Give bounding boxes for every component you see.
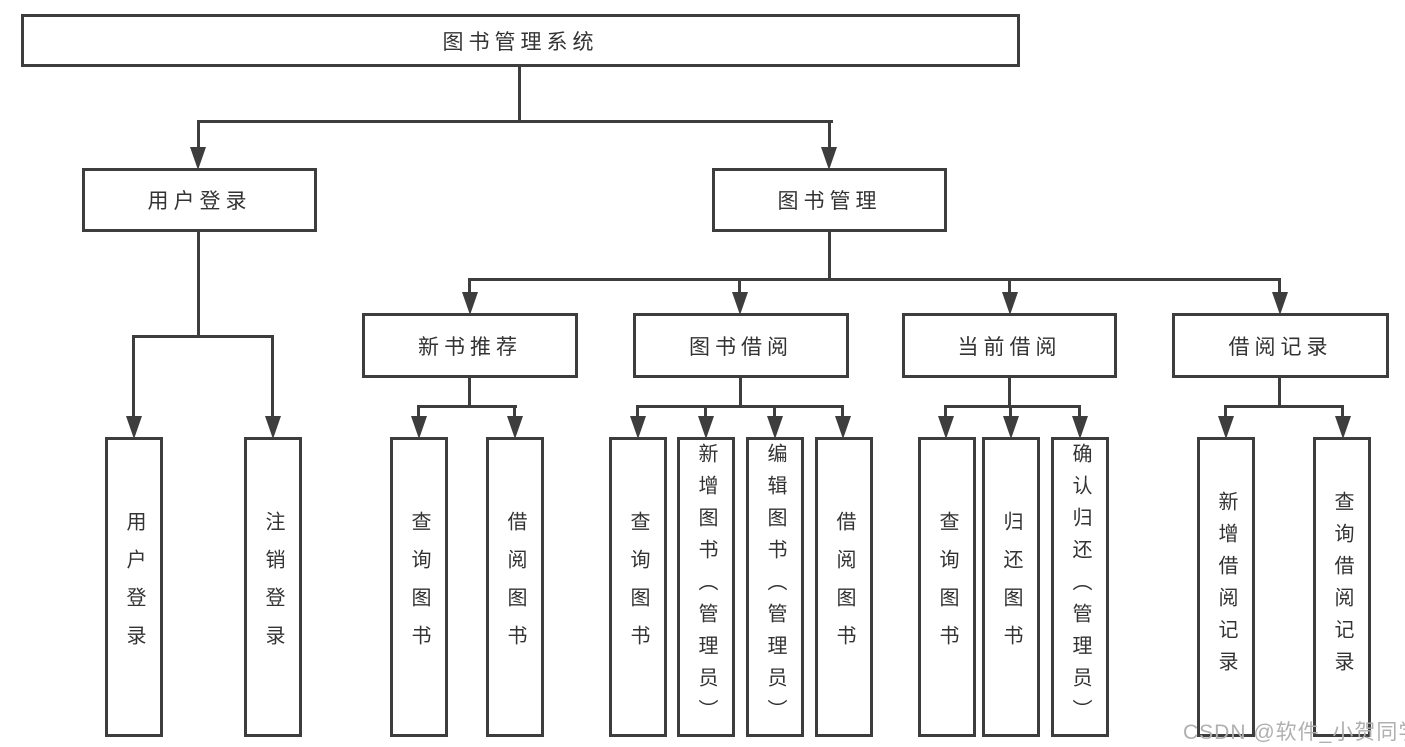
node-label: 当前借阅 [957,335,1062,359]
node-label: 借阅记录 [1228,335,1333,359]
connector-line [841,405,844,421]
node-current-borrow: 当前借阅 [902,313,1117,378]
node-new-book-recommend: 新书推荐 [362,313,578,378]
node-label: 图书管理 [777,190,882,213]
arrow-down-icon [265,416,281,439]
connector-line [704,405,707,421]
node-borrow-records: 借阅记录 [1172,313,1389,378]
arrow-down-icon [630,416,646,439]
connector-line [1278,278,1281,296]
arrow-down-icon [1335,416,1351,439]
leaf-confirm-return-admin: 确认归还（管理员） [1051,437,1109,737]
leaf-label: 借阅图书 [504,511,526,663]
leaf-label: 确认归还（管理员） [1069,443,1091,731]
connector-line [944,405,1081,408]
connector-line [132,335,135,421]
arrow-down-icon [1003,416,1019,439]
leaf-logout: 注销登录 [244,437,302,737]
leaf-query-borrow-record: 查询借阅记录 [1313,437,1371,737]
connector-line [828,231,831,281]
connector-line [197,120,200,152]
leaf-add-borrow-record: 新增借阅记录 [1197,437,1255,737]
connector-line [1224,405,1227,421]
connector-line [468,278,1281,281]
arrow-down-icon [732,292,748,315]
leaf-label: 归还图书 [1000,511,1022,663]
connector-line [773,405,776,421]
arrow-down-icon [190,147,206,170]
connector-line [738,278,741,296]
node-label: 用户登录 [147,190,252,213]
connector-line [1078,405,1081,421]
arrow-down-icon [698,416,714,439]
arrow-down-icon [1218,416,1234,439]
connector-line [417,405,517,408]
arrow-down-icon [462,292,478,315]
leaf-query-books-current: 查询图书 [918,437,976,737]
connector-line [828,120,831,152]
leaf-label: 用户登录 [123,511,145,663]
leaf-label: 新增图书（管理员） [695,443,717,731]
connector-line [468,378,471,408]
node-library-management-system: 图书管理系统 [21,14,1020,67]
arrow-down-icon [767,416,783,439]
connector-line [636,405,639,421]
arrow-down-icon [507,416,523,439]
connector-line [1278,378,1281,408]
connector-line [518,66,521,122]
leaf-label: 编辑图书（管理员） [764,443,786,731]
connector-line [1341,405,1344,421]
connector-line [1009,405,1012,421]
connector-line [739,378,742,408]
arrow-down-icon [1072,416,1088,439]
connector-line [1224,405,1344,408]
connector-line [197,231,200,338]
leaf-query-books-borrow: 查询图书 [609,437,667,737]
leaf-user-login: 用户登录 [105,437,163,737]
csdn-watermark: CSDN @软件_小贺同学 [1183,721,1405,744]
arrow-down-icon [938,416,954,439]
leaf-label: 查询图书 [627,511,649,663]
connector-line [944,405,947,421]
connector-line [271,335,274,421]
node-label: 新书推荐 [418,335,522,359]
leaf-add-book-admin: 新增图书（管理员） [677,437,735,737]
leaf-borrow-books-recommend: 借阅图书 [486,437,544,737]
connector-line [1008,278,1011,296]
connector-line [636,405,844,408]
leaf-edit-book-admin: 编辑图书（管理员） [746,437,804,737]
leaf-label: 查询图书 [936,511,958,663]
arrow-down-icon [1002,292,1018,315]
node-label: 图书借阅 [689,335,793,359]
connector-line [132,335,274,338]
connector-line [197,120,833,123]
connector-line [468,278,471,296]
arrow-down-icon [126,416,142,439]
arrow-down-icon [1272,292,1288,315]
leaf-borrow-books: 借阅图书 [815,437,873,737]
leaf-label: 新增借阅记录 [1215,491,1237,683]
node-book-borrow: 图书借阅 [633,313,849,378]
leaf-label: 注销登录 [262,511,284,663]
connector-line [1008,378,1011,408]
connector-line [513,405,516,421]
arrow-down-icon [835,416,851,439]
leaf-return-book: 归还图书 [982,437,1040,737]
leaf-label: 借阅图书 [833,511,855,663]
arrow-down-icon [821,147,837,170]
leaf-label: 查询借阅记录 [1331,491,1353,683]
node-label: 图书管理系统 [442,30,599,54]
leaf-query-books-recommend: 查询图书 [390,437,448,737]
arrow-down-icon [411,416,427,439]
node-book-management: 图书管理 [712,168,947,232]
leaf-label: 查询图书 [408,511,430,663]
connector-line [417,405,420,421]
node-user-login: 用户登录 [82,168,317,232]
